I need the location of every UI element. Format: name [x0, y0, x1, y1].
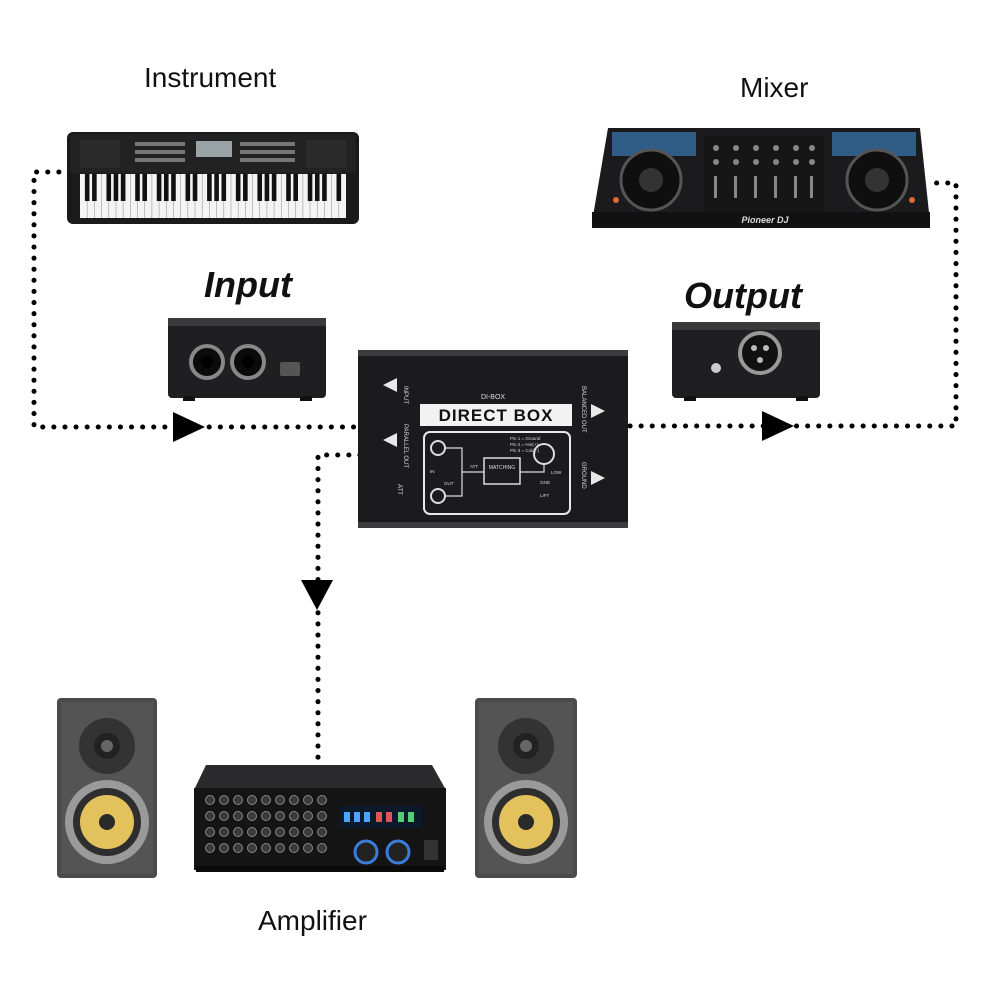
schematic-out: OUT: [444, 481, 454, 486]
schematic-pin-2: Pin 2 = Hot(+): [510, 442, 539, 447]
direct-box-model: DI-BOX: [481, 394, 505, 401]
direct-box-balanced-out-port: BALANCED OUT: [580, 386, 586, 433]
keyboard-icon: [67, 132, 359, 224]
arrow-down-icon: [301, 580, 333, 610]
direct-box-to-amplifier-line: [315, 452, 363, 768]
direct-box-icon: DI-BOX DIRECT BOX MATCHING Pin 1 = Groun…: [358, 350, 628, 528]
direct-box-input-port: INPUT: [402, 386, 408, 404]
mixer-brand: Pioneer DJ: [741, 215, 789, 225]
arrow-right-icon: [173, 412, 205, 442]
direct-box-att-switch: ATT: [396, 484, 402, 495]
schematic-in: IN: [430, 469, 435, 474]
direct-box-ground-switch: GROUND: [580, 462, 586, 489]
schematic-pin-3: Pin 3 = Cold(-): [510, 448, 540, 453]
dj-mixer-icon: Pioneer DJ: [592, 128, 930, 228]
output-box-icon: [672, 322, 820, 401]
speaker-icon: [475, 698, 577, 878]
input-label: Input: [204, 264, 292, 305]
output-label: Output: [684, 275, 802, 316]
schematic-att: ATT: [470, 464, 478, 469]
speaker-icon: [57, 698, 157, 878]
instrument-label: Instrument: [144, 62, 277, 93]
schematic-low: LOW: [551, 470, 562, 475]
input-box-icon: [168, 318, 326, 401]
direct-box-title: DIRECT BOX: [439, 406, 554, 425]
schematic-lift: LIFT: [540, 493, 550, 498]
schematic-pin-1: Pin 1 = Ground: [510, 436, 541, 441]
arrow-right-icon: [762, 411, 794, 441]
amplifier-label: Amplifier: [258, 905, 367, 936]
direct-box-parallel-out-port: PARALLEL OUT: [402, 424, 408, 468]
amplifier-icon: [194, 765, 446, 872]
mixer-label: Mixer: [740, 72, 809, 103]
schematic-gnd: GND: [540, 480, 551, 485]
schematic-matching: MATCHING: [489, 465, 515, 471]
